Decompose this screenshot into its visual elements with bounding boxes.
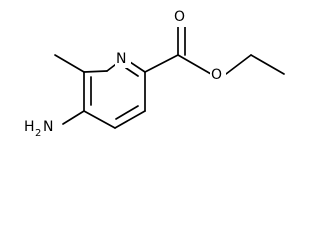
structure-canvas: N O O H 2 N bbox=[20, 9, 285, 139]
ring-nitrogen-label: N bbox=[116, 51, 126, 67]
amine-subscript-label: 2 bbox=[35, 128, 41, 139]
bond-c5-c4 bbox=[114, 110, 146, 129]
amine-n-label: N bbox=[43, 119, 53, 135]
mask-carbonyl-o bbox=[173, 9, 189, 27]
pyridine-ring bbox=[83, 57, 146, 129]
ester-c-c6-bond bbox=[144, 54, 179, 73]
bond-c4-c3 bbox=[83, 110, 116, 129]
mask-ring-n bbox=[115, 50, 131, 68]
amine-h-label: H bbox=[24, 119, 35, 135]
mask-ester-o bbox=[210, 66, 226, 84]
carbonyl-oxygen-label: O bbox=[174, 9, 185, 25]
substituents bbox=[54, 24, 285, 125]
double-bond-n1-c6 bbox=[125, 67, 139, 77]
ester-o-ch2-bond bbox=[225, 54, 252, 75]
ester-c-o-bond bbox=[177, 54, 212, 75]
bond-c2-c1 bbox=[83, 70, 108, 73]
methyl-bond bbox=[54, 54, 85, 73]
amine-bond bbox=[62, 110, 85, 125]
mask-amine bbox=[20, 117, 60, 137]
ester-oxygen-label: O bbox=[211, 67, 222, 83]
amine-label: H 2 N bbox=[24, 119, 53, 139]
ethyl-bond bbox=[250, 54, 285, 75]
double-bond-c5-c4 bbox=[115, 105, 139, 120]
